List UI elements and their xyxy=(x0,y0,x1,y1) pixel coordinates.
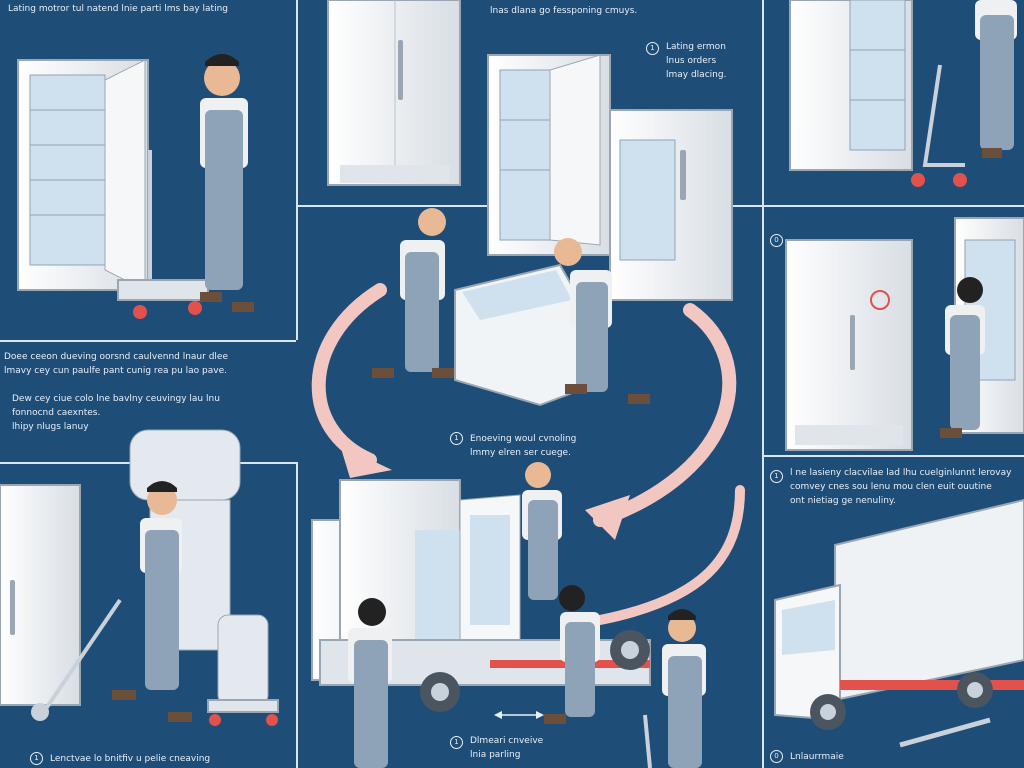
divider-vertical-1 xyxy=(296,0,298,340)
freezer-icon xyxy=(454,263,581,407)
curved-arrow-icon xyxy=(311,283,745,625)
step-3-caption-line-1: Doee ceeon dueving oorsnd caulvennd lnau… xyxy=(4,352,228,362)
step-7-caption-line-1: Lnlaurrmaie xyxy=(790,752,844,762)
step-badge-7: 0 xyxy=(770,750,783,763)
hand-truck-icon xyxy=(643,714,652,768)
freezer-icon xyxy=(487,54,611,256)
freezer-icon xyxy=(17,59,149,291)
top-center-caption: lnas dlana go fessponing cmuys. xyxy=(490,6,638,16)
step-1-caption-line-2: lnus orders xyxy=(666,56,717,66)
step-badge-2: 0 xyxy=(770,234,783,247)
freezer-icon xyxy=(609,109,733,301)
worker-icon xyxy=(662,609,706,768)
freezer-icon xyxy=(785,239,913,451)
arrow-head-left xyxy=(340,445,392,478)
step-6-caption-line-2: comvey cnes sou lenu mou clen euit ouuti… xyxy=(790,482,992,492)
step-4-caption-line-3: lhipy nlugs lanuy xyxy=(12,422,89,432)
step-4-caption-line-2: fonnocnd caexntes. xyxy=(12,408,101,418)
step-1-caption-line-1: Lating ermon xyxy=(666,42,726,52)
worker-icon xyxy=(975,0,1017,158)
worker-icon xyxy=(200,54,254,312)
hand-truck-icon xyxy=(31,598,279,726)
step-badge-9: 1 xyxy=(450,736,463,749)
worker-icon xyxy=(940,277,985,438)
divider-horizontal-5 xyxy=(764,455,1024,457)
divider-vertical-2 xyxy=(762,0,764,768)
worker-icon xyxy=(544,585,600,724)
top-left-caption: Lating motror tul natend lnie parti lms … xyxy=(8,4,228,14)
delivery-truck-icon xyxy=(774,498,1024,748)
step-3-caption-line-2: lmavy cey cun paulfe pant cunig rea pu l… xyxy=(4,366,227,376)
step-4-caption-line-1: Dew cey ciue colo lne bavlny ceuvingy la… xyxy=(12,394,220,404)
hand-truck-icon xyxy=(911,64,967,187)
freezer-icon xyxy=(0,484,81,706)
step-badge-8: 1 xyxy=(30,752,43,765)
divider-horizontal-1 xyxy=(0,340,296,342)
step-5-caption-line-2: lmmy elren ser cuege. xyxy=(470,448,571,458)
worker-icon xyxy=(522,462,562,600)
step-1-caption-line-3: lmay dlacing. xyxy=(666,70,727,80)
freezer-icon xyxy=(789,0,913,171)
worker-icon xyxy=(348,598,392,768)
step-6-caption-line-1: l ne lasieny clacvilae lad lhu cuelginlu… xyxy=(790,468,1012,478)
arrow-head-right xyxy=(585,495,630,540)
hand-truck-icon xyxy=(117,150,209,319)
step-badge-6: 1 xyxy=(770,470,783,483)
step-badge-5: 1 xyxy=(450,432,463,445)
freezer-icon xyxy=(327,0,461,186)
worker-icon xyxy=(554,238,650,404)
step-6-caption-line-3: ont nietiag ge nenuliny. xyxy=(790,496,896,506)
step-9-caption-line-2: lnia parling xyxy=(470,750,521,760)
divider-horizontal-4 xyxy=(764,205,1024,207)
worker-icon xyxy=(372,208,454,378)
step-badge-1: 1 xyxy=(646,42,659,55)
step-5-caption-line-1: Enoeving woul cvnoling xyxy=(470,434,577,444)
worker-icon xyxy=(112,481,192,722)
divider-vertical-3 xyxy=(296,462,298,768)
step-8-caption-line-1: Lenctvae lo bnitfiv u pelie cneaving xyxy=(50,754,211,764)
step-9-caption-line-1: Dlmeari cnveive xyxy=(470,736,544,746)
